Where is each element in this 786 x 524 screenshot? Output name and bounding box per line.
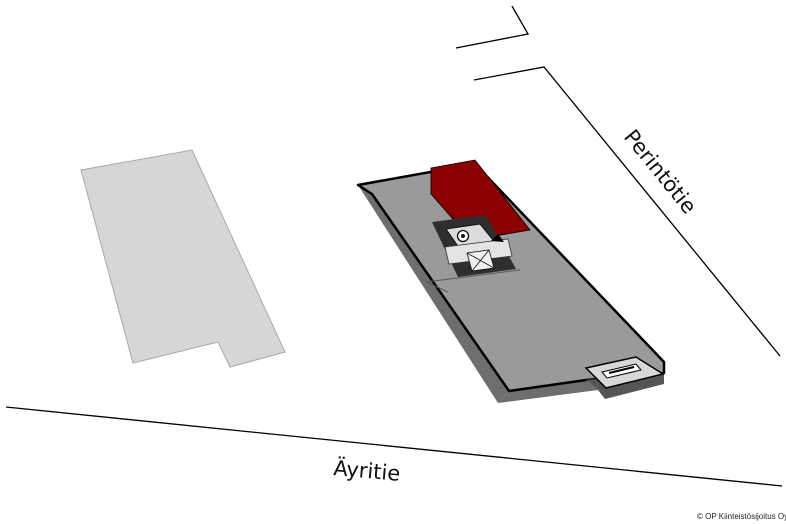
road-line-top-corner (455, 5, 530, 49)
neighbor-building (80, 149, 286, 368)
road-lines (5, 5, 783, 487)
copyright-notice: © OP Kiinteistösijoitus Oy (697, 512, 786, 521)
target-building-wall-left (358, 185, 509, 403)
target-building-roof (356, 162, 666, 393)
street-label-perintotie: Perintötie (619, 125, 701, 218)
roof-divisions (425, 269, 521, 293)
entrance-canopy (584, 356, 665, 399)
target-building (356, 159, 666, 403)
street-label-ayritie: Äyritie (333, 455, 402, 486)
target-building-wall-front (498, 380, 598, 403)
road-line-ayritie (5, 406, 783, 487)
stair-core (432, 215, 516, 277)
road-line-perintotie (473, 66, 781, 357)
